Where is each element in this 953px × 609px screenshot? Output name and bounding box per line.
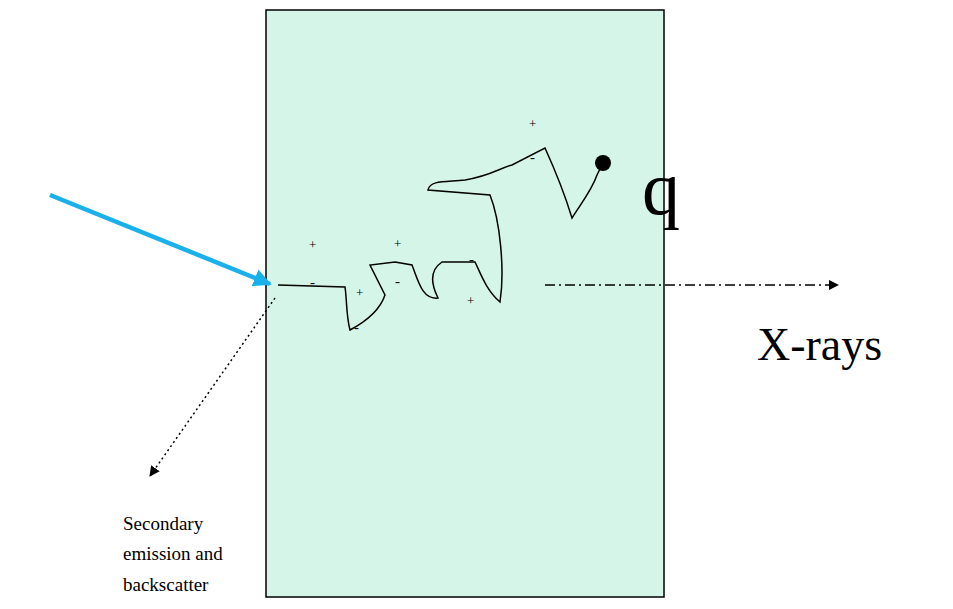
- charge-sign: +: [529, 117, 536, 130]
- charge-label: q: [642, 150, 680, 226]
- charge-sign: -: [354, 320, 359, 335]
- charge-sign: -: [469, 252, 474, 267]
- charge-sign: -: [395, 274, 400, 289]
- backscatter-arrow: [150, 298, 275, 476]
- particle-dot: [595, 155, 611, 171]
- charge-sign: +: [356, 286, 363, 299]
- charge-sign: +: [309, 238, 316, 251]
- target-material: [266, 10, 664, 597]
- charge-sign: -: [530, 150, 535, 165]
- emission-label: Secondary emission and backscatter: [123, 509, 253, 600]
- particle-track: [278, 148, 603, 330]
- charge-sign: +: [394, 237, 401, 250]
- xray-arrow: [545, 284, 838, 286]
- charge-sign: -: [310, 275, 315, 290]
- incident-beam: [50, 195, 270, 284]
- output-label: X-rays: [757, 322, 882, 368]
- charge-sign: +: [467, 294, 474, 307]
